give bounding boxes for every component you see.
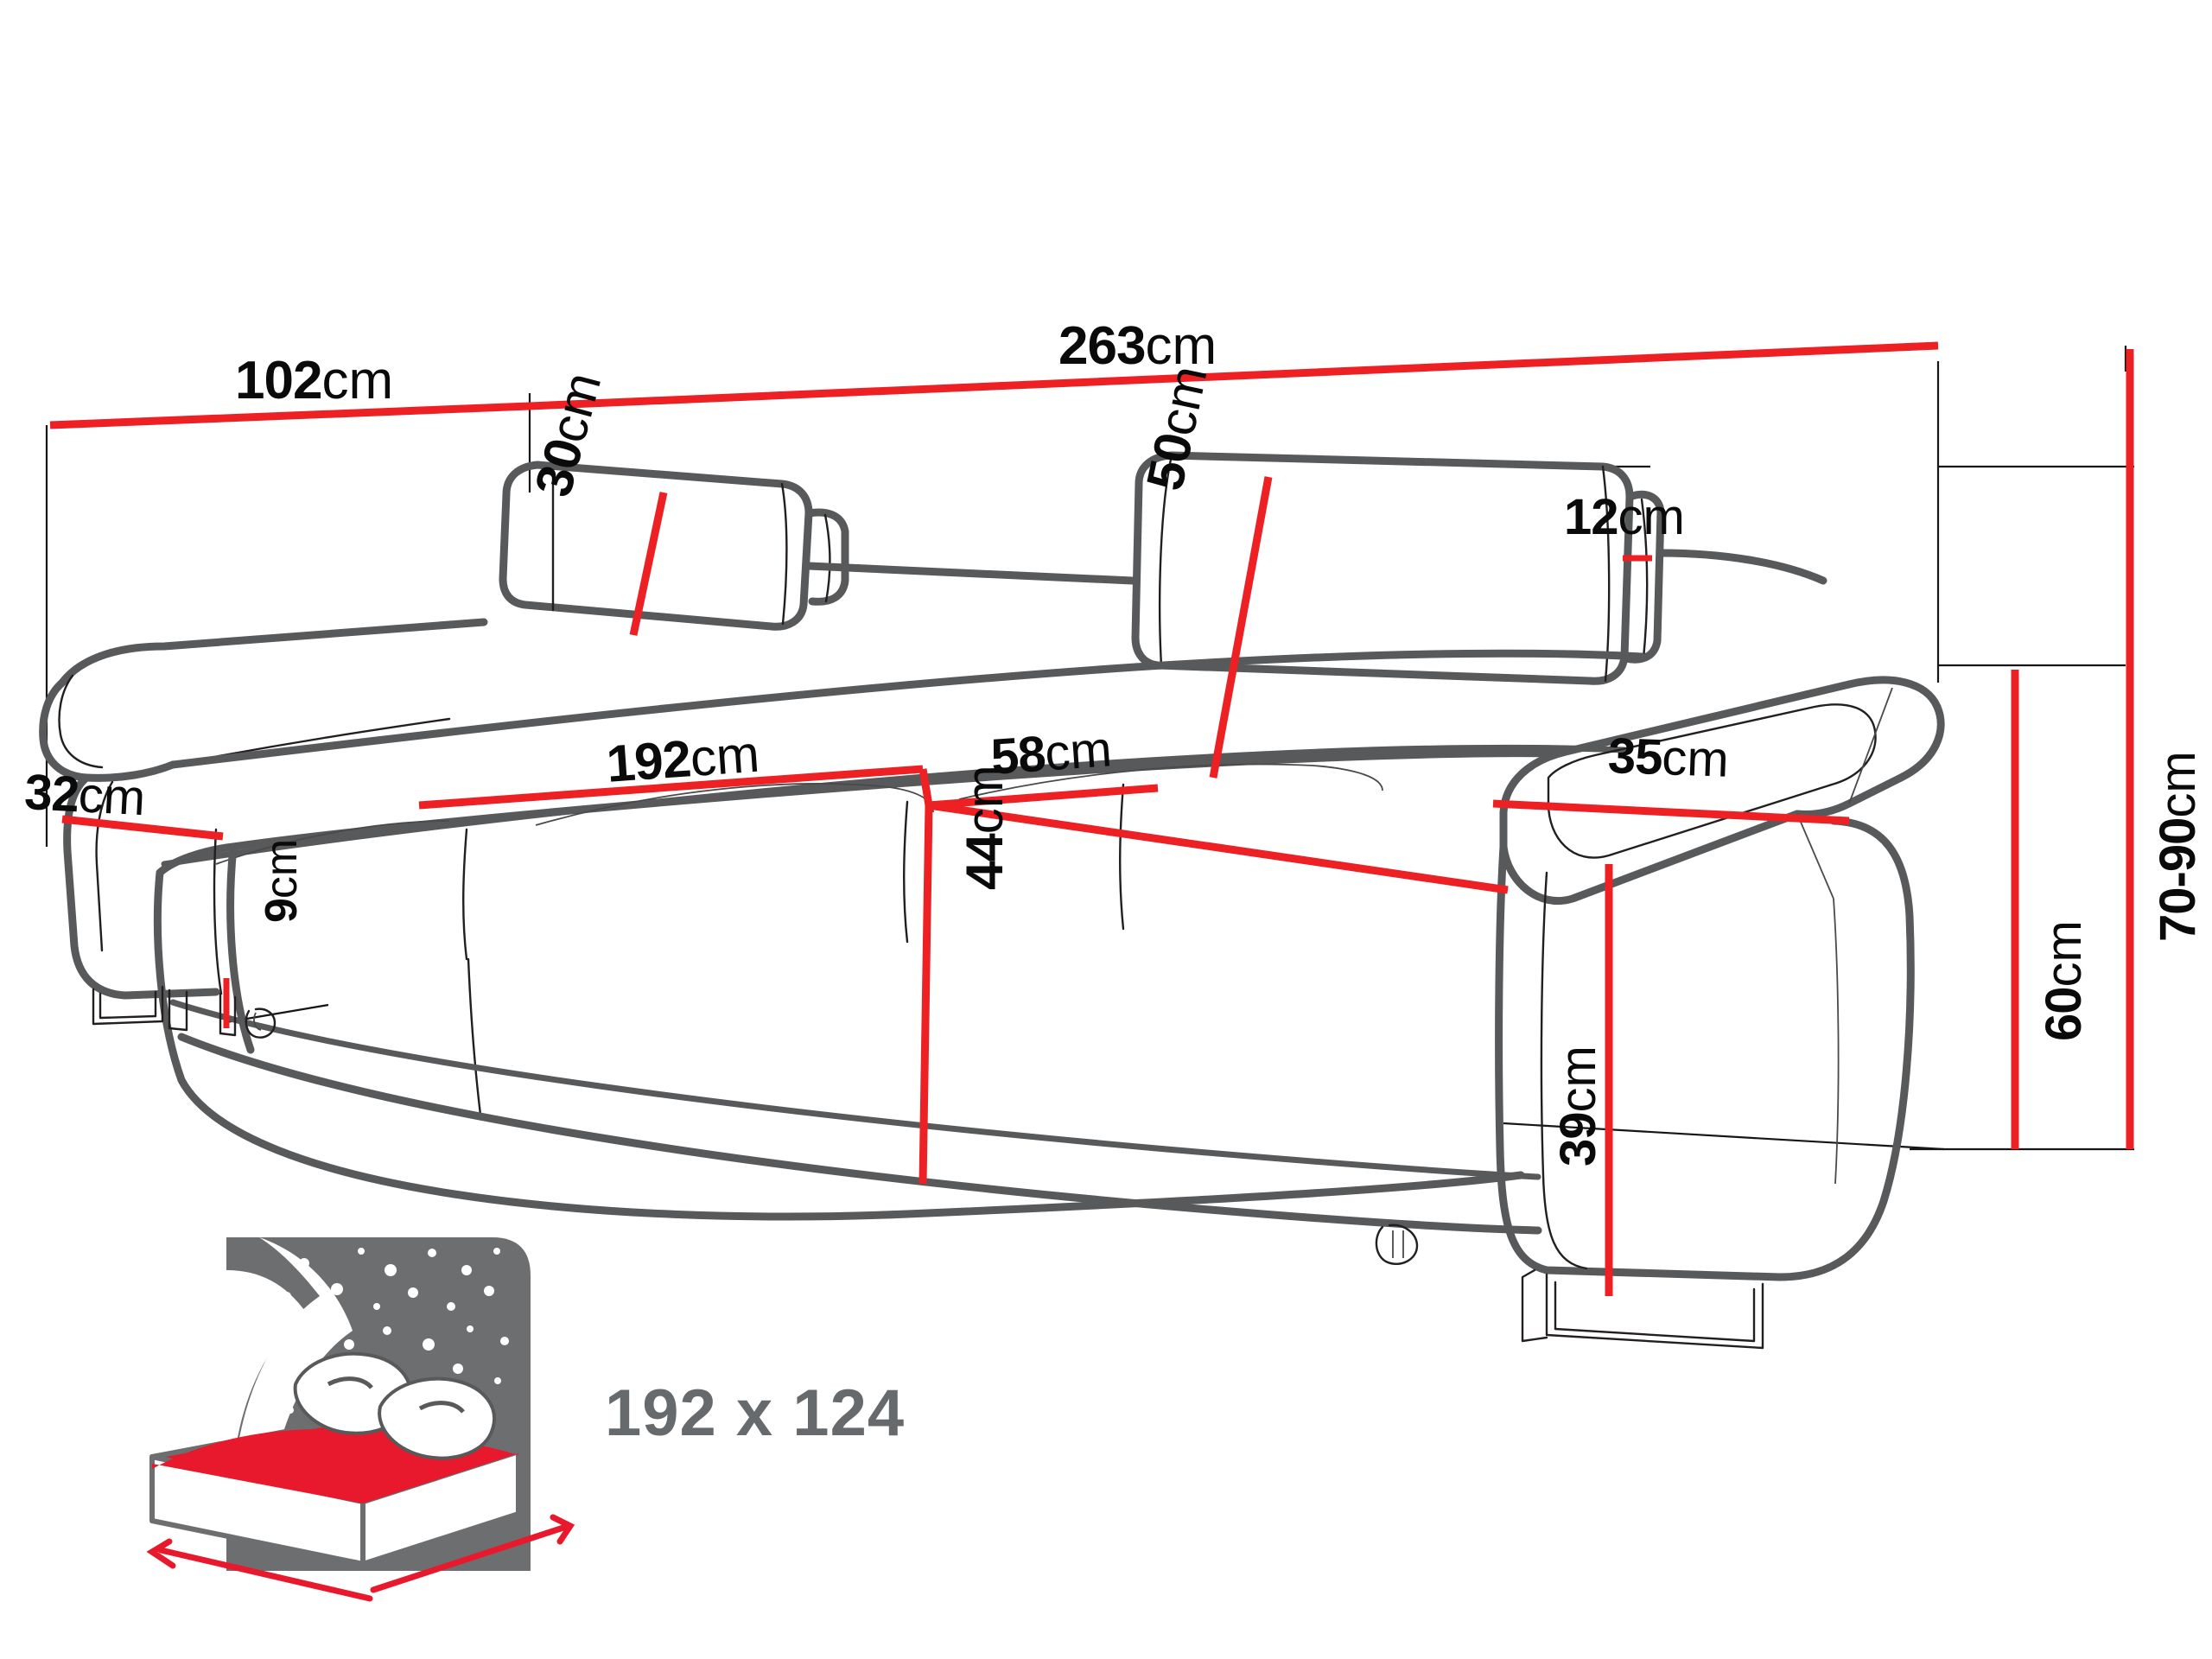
dimline-32 <box>61 815 224 841</box>
right-legs <box>1521 1268 1764 1350</box>
dim-label-44: 44cm <box>956 765 1014 890</box>
sleeping-area-label: 192 x 124 <box>605 1376 906 1450</box>
dim-label-263: 263cm <box>1058 316 1217 376</box>
dim-label-32: 32cm <box>22 764 147 827</box>
dimline-192a <box>418 765 924 810</box>
dim-label-192: 192cm <box>604 724 762 793</box>
dimline-263 <box>49 341 1939 429</box>
dimline-44 <box>918 804 933 1185</box>
dimline-35 <box>1492 799 1850 825</box>
sofa-outline <box>39 451 1945 1350</box>
dim-label-102: 102cm <box>235 351 394 410</box>
left-legs <box>92 985 237 1037</box>
dim-label-12: 12cm <box>1564 489 1685 545</box>
dim-label-9: 9cm <box>257 838 307 923</box>
dimline-30 <box>629 492 668 636</box>
dim-label-35: 35cm <box>1606 728 1730 788</box>
dimline-192b <box>928 801 1509 894</box>
dim-label-60: 60cm <box>2036 920 2092 1041</box>
dim-label-39: 39cm <box>1550 1046 1606 1166</box>
sleeping-area-icon <box>146 1237 575 1602</box>
dimension-lines-red <box>49 341 2134 1296</box>
dimline-50 <box>1209 476 1273 779</box>
dim-label-70-90: 70-90cm <box>2150 751 2206 942</box>
extension-lines <box>45 346 2134 1151</box>
